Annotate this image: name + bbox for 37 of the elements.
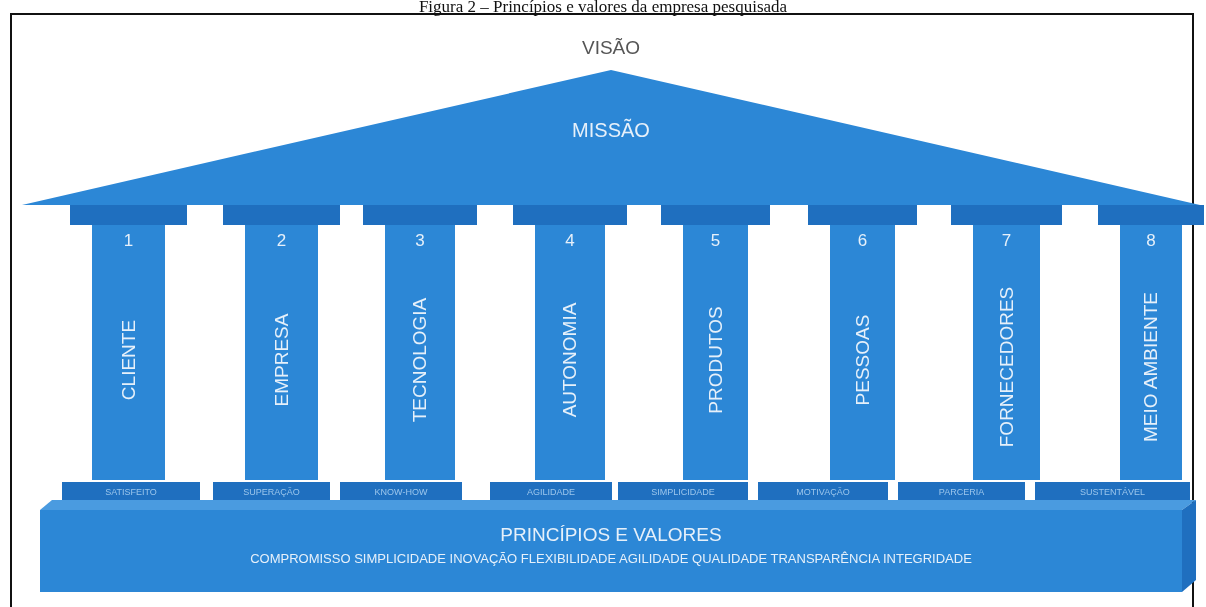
value-label: KNOW-HOW — [373, 487, 429, 497]
pillar-base — [898, 482, 1025, 502]
pillar-label: FORNECEDORES — [995, 286, 1018, 448]
pillar-base — [340, 482, 462, 502]
pillar-number: 6 — [856, 231, 869, 251]
foundation-text: COMPROMISSO SIMPLICIDADE INOVAÇÃO FLEXIBILIDADE AGILIDADE QUALIDADE TRANSPARÊNCIA INTEGRIDADE — [249, 551, 973, 566]
pillar-base — [62, 482, 200, 502]
pillar-number: 8 — [1145, 231, 1157, 251]
roof-label: MISSÃO — [571, 119, 651, 142]
value-label: MOTIVAÇÃO — [795, 487, 851, 497]
pillar-number: 1 — [122, 231, 135, 251]
pillar-number: 4 — [564, 231, 576, 251]
pillar-label: EMPRESA — [270, 313, 293, 407]
pillar-base — [758, 482, 888, 502]
figure-title: Figura 2 – Princípios e valores da empresa pesquisada — [417, 0, 789, 17]
value-label: SUSTENTÁVEL — [1079, 487, 1146, 497]
pillar-number: 5 — [709, 231, 722, 251]
pillar-label: MEIO AMBIENTE — [1140, 292, 1162, 442]
value-label: PARCERIA — [937, 487, 986, 497]
pillar-base — [1035, 482, 1190, 502]
pillar-base — [213, 482, 330, 502]
pillar-base — [618, 482, 748, 502]
value-label: AGILIDADE — [526, 487, 576, 497]
roof-heading: VISÃO — [580, 37, 642, 59]
pillar-label: PESSOAS — [851, 314, 874, 406]
foundation-heading: PRINCÍPIOS E VALORES — [499, 524, 723, 546]
pillar-label: CLIENTE — [117, 319, 140, 401]
pillar-number: 3 — [414, 231, 426, 251]
pillar-base — [490, 482, 612, 502]
pillar-number: 2 — [275, 231, 288, 251]
value-label: SATISFEITO — [104, 487, 158, 497]
value-label: SUPERAÇÃO — [242, 487, 301, 497]
pillar-label: TECNOLOGIA — [409, 297, 431, 423]
pillar-number: 7 — [1000, 231, 1013, 251]
value-label: SIMPLICIDADE — [650, 487, 716, 497]
pillar-label: PRODUTOS — [704, 306, 727, 414]
pillar-label: AUTONOMIA — [559, 302, 581, 418]
